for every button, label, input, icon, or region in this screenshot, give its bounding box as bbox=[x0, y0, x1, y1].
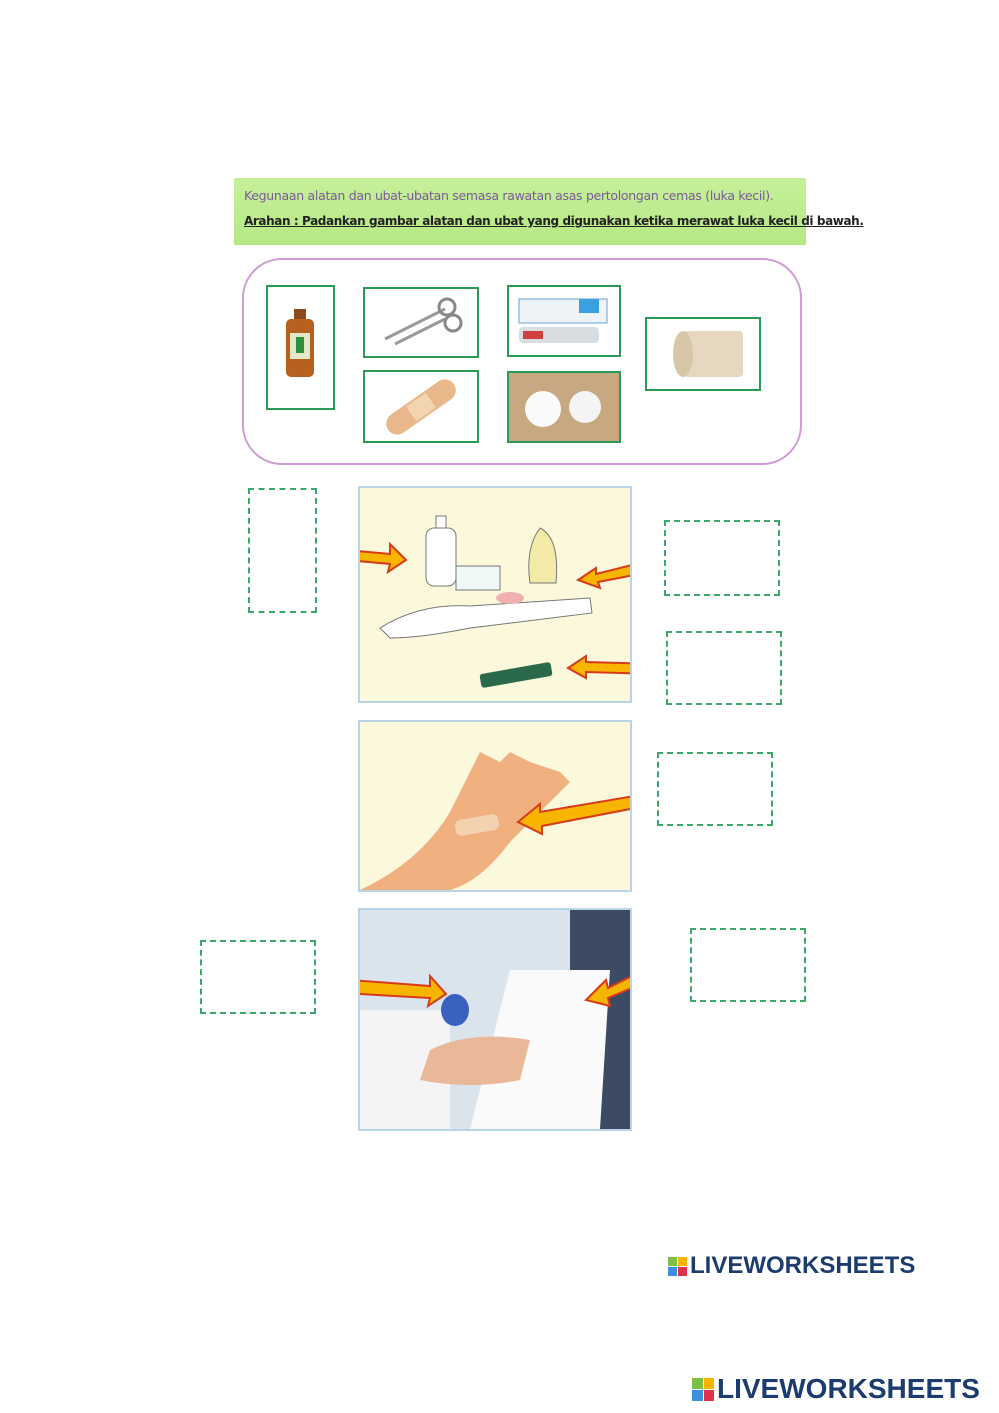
scene-cleaning-wound bbox=[358, 486, 632, 703]
liveworksheets-logo: LIVEWORKSHEETS bbox=[668, 1252, 915, 1280]
bandage-roll-icon bbox=[673, 331, 743, 377]
header-banner: Kegunaan alatan dan ubat-ubatan semasa r… bbox=[234, 178, 864, 245]
cotton-balls-icon bbox=[509, 373, 619, 441]
drop-zone-scissors[interactable] bbox=[200, 940, 316, 1014]
item-antiseptic-bottle[interactable] bbox=[266, 285, 335, 410]
worksheet-title: Kegunaan alatan dan ubat-ubatan semasa r… bbox=[244, 188, 774, 203]
item-plaster[interactable] bbox=[363, 370, 479, 443]
drop-zone-antiseptic[interactable] bbox=[248, 488, 317, 613]
item-antibiotic-cream[interactable] bbox=[507, 285, 621, 357]
logo-text: LIVEWORKSHEETS bbox=[717, 1373, 980, 1404]
bandaging-photo bbox=[360, 910, 630, 1129]
worksheet-instruction: Arahan : Padankan gambar alatan dan ubat… bbox=[244, 214, 864, 228]
drop-zone-cream[interactable] bbox=[666, 631, 782, 705]
scissors-icon bbox=[384, 297, 463, 346]
antiseptic-bottle-icon bbox=[286, 309, 314, 377]
drop-zone-bandage[interactable] bbox=[690, 928, 806, 1002]
scene-plaster-hand bbox=[358, 720, 632, 892]
live-blocks-icon bbox=[692, 1377, 714, 1401]
cream-tube-icon bbox=[518, 298, 608, 343]
item-bank bbox=[242, 258, 802, 465]
drop-zone-cotton[interactable] bbox=[664, 520, 780, 596]
live-blocks-icon bbox=[668, 1256, 687, 1276]
item-scissors[interactable] bbox=[363, 287, 479, 358]
liveworksheets-logo-footer: LIVEWORKSHEETS bbox=[692, 1373, 980, 1405]
plaster-icon bbox=[386, 379, 456, 435]
drop-zone-plaster[interactable] bbox=[657, 752, 773, 826]
logo-text: LIVEWORKSHEETS bbox=[690, 1252, 916, 1279]
wound-cleaning-illustration bbox=[360, 515, 630, 688]
item-bandage-roll[interactable] bbox=[645, 317, 761, 391]
arrow bbox=[360, 541, 630, 680]
plaster-hand-illustration bbox=[360, 752, 630, 890]
scene-bandaging bbox=[358, 908, 632, 1131]
item-cotton-balls[interactable] bbox=[507, 371, 621, 443]
